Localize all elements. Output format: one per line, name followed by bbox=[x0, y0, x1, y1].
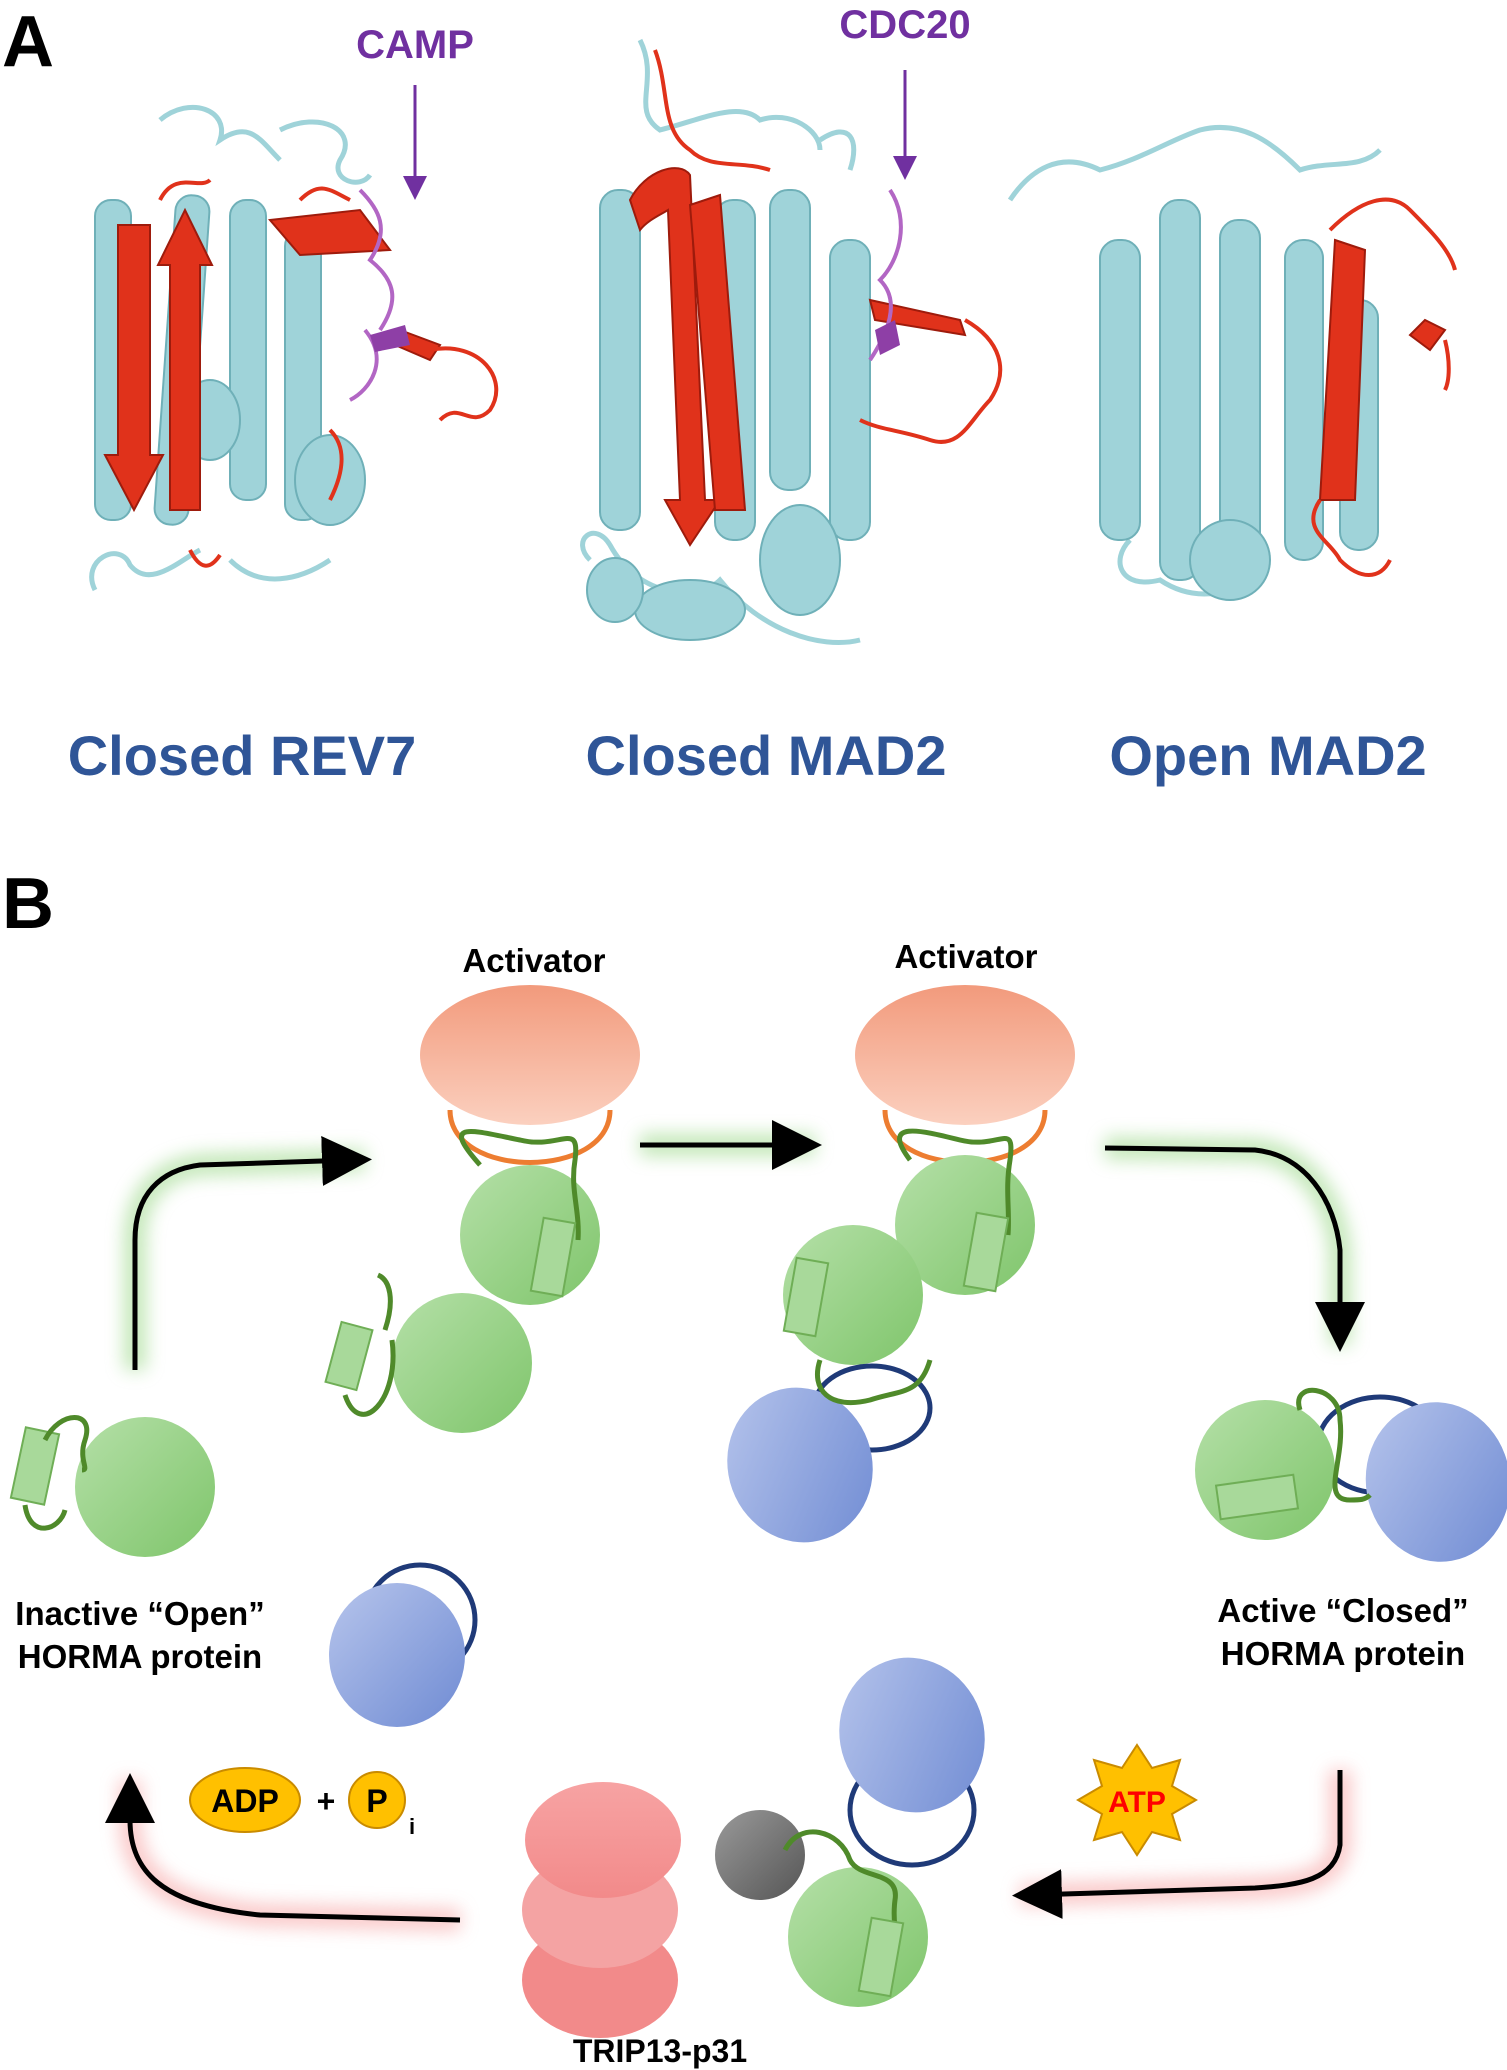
camp-label: CAMP bbox=[356, 23, 474, 67]
active-label-line2: HORMA protein bbox=[1221, 1635, 1465, 1672]
panel-b-letter: B bbox=[2, 864, 54, 944]
adp-text: ADP bbox=[211, 1783, 279, 1819]
adp-pi-group: ADP + P i bbox=[189, 1767, 415, 1839]
cycle-arrows bbox=[105, 1120, 1365, 1923]
green-glow-paths bbox=[124, 1134, 1351, 1370]
active-label-line1: Active “Closed” bbox=[1217, 1592, 1468, 1629]
structure-closed-rev7 bbox=[89, 104, 499, 592]
horma-green-circle bbox=[788, 1867, 928, 2007]
activator-label-left: Activator bbox=[462, 942, 605, 979]
horma-green-circle bbox=[1195, 1400, 1335, 1540]
plus-sign: + bbox=[317, 1783, 336, 1819]
pi-subscript: i bbox=[409, 1814, 415, 1839]
trip13-label: TRIP13-p31 bbox=[573, 2033, 747, 2069]
p31-blue-circle bbox=[727, 1387, 873, 1543]
activator-complex-left bbox=[420, 985, 640, 1305]
trip13-grey-node bbox=[715, 1810, 805, 1900]
label-closed-rev7: Closed REV7 bbox=[68, 724, 417, 787]
activator-complex-right bbox=[727, 985, 1075, 1543]
atp-star-icon bbox=[1076, 1743, 1198, 1857]
inactive-label-line1: Inactive “Open” bbox=[15, 1595, 264, 1632]
label-open-mad2: Open MAD2 bbox=[1109, 724, 1426, 787]
activator-blob bbox=[420, 985, 640, 1125]
free-p31 bbox=[329, 1562, 478, 1727]
structure-closed-mad2 bbox=[580, 38, 1003, 645]
atp-burst: ATP bbox=[1076, 1743, 1198, 1857]
trip13-ring bbox=[525, 1782, 681, 1898]
cdc20-label: CDC20 bbox=[839, 3, 970, 47]
atp-text: ATP bbox=[1108, 1786, 1166, 1819]
structure-open-mad2 bbox=[1007, 124, 1457, 601]
adp-badge bbox=[189, 1767, 301, 1833]
active-closed-horma bbox=[1195, 1387, 1507, 1562]
panel-a-letter: A bbox=[2, 2, 54, 82]
p31-blue-circle bbox=[1365, 1402, 1507, 1562]
activator-blob bbox=[855, 985, 1075, 1125]
pi-badge bbox=[348, 1771, 406, 1829]
inactive-open-horma bbox=[9, 1415, 215, 1557]
activator-label-right: Activator bbox=[894, 938, 1037, 975]
pi-text: P bbox=[366, 1783, 387, 1819]
label-closed-mad2: Closed MAD2 bbox=[586, 724, 947, 787]
horma-green-circle bbox=[783, 1225, 923, 1365]
p31-blue-circle bbox=[839, 1657, 985, 1813]
trip13-p31-complex bbox=[522, 1657, 985, 2038]
inactive-label-line2: HORMA protein bbox=[18, 1638, 262, 1675]
open-horma-middle bbox=[324, 1272, 532, 1433]
